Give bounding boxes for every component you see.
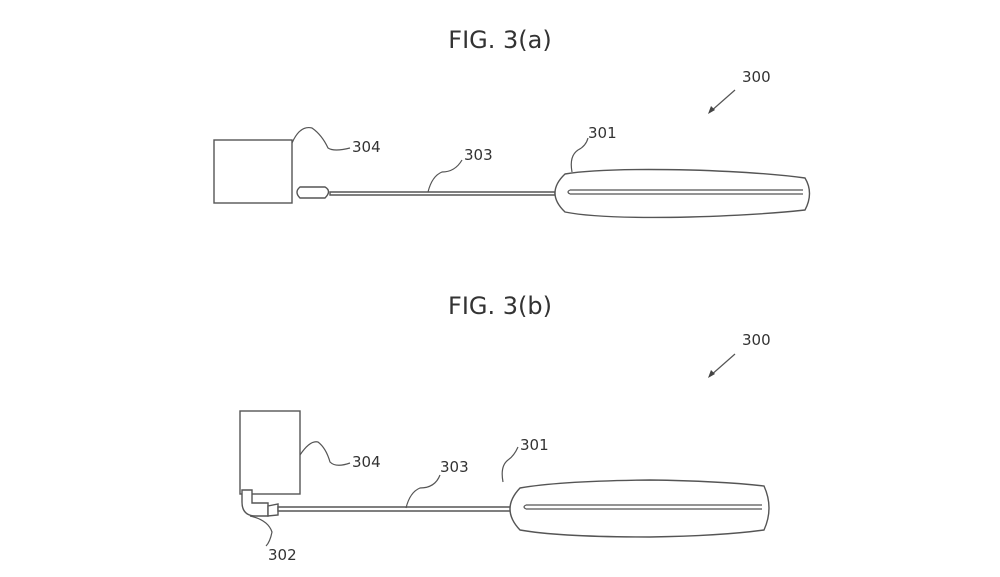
arrowhead-icon	[708, 106, 715, 114]
shaft-303	[329, 191, 556, 196]
device-304	[213, 139, 293, 204]
connector-collar	[267, 503, 279, 517]
leader-301	[501, 446, 519, 483]
ref-302: 302	[268, 546, 297, 564]
arrowhead-icon	[708, 370, 715, 378]
figure-title: FIG. 3(a)	[448, 26, 551, 54]
figure-3b: FIG. 3(b) 300 304 303 301 302	[239, 292, 771, 564]
arrow-300	[709, 353, 736, 377]
handle-slot	[523, 504, 762, 510]
shaft-303	[277, 506, 513, 512]
leader-304	[299, 441, 351, 466]
connector	[296, 186, 330, 199]
leader-304	[291, 126, 351, 151]
device-304	[239, 410, 301, 495]
leader-301	[570, 137, 589, 173]
ref-301: 301	[520, 436, 549, 454]
arrow-300	[709, 89, 736, 113]
ref-303: 303	[464, 146, 493, 164]
ref-300: 300	[742, 68, 771, 86]
figure-3a: FIG. 3(a) 300 304 303 301	[213, 26, 811, 219]
ref-304: 304	[352, 138, 381, 156]
ref-304: 304	[352, 453, 381, 471]
ref-301: 301	[588, 124, 617, 142]
leader-303	[427, 159, 463, 193]
leader-302	[249, 515, 273, 547]
handle-slot	[567, 189, 803, 195]
ref-300: 300	[742, 331, 771, 349]
ref-303: 303	[440, 458, 469, 476]
leader-303	[405, 474, 441, 509]
connector-302	[241, 489, 269, 517]
figure-title: FIG. 3(b)	[448, 292, 552, 320]
